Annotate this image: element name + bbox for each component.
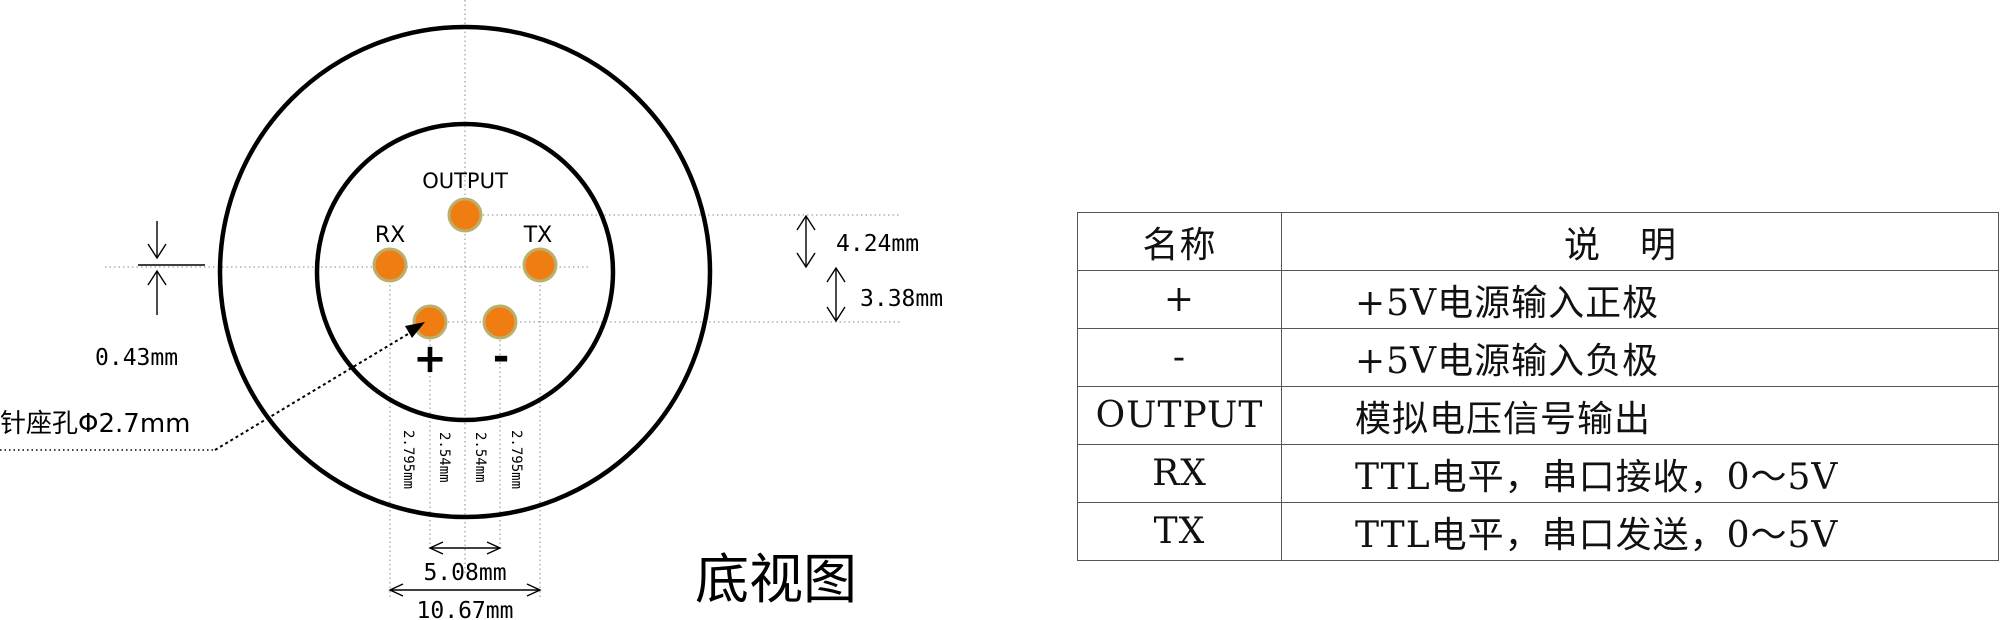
pin-name-cell: TX [1077, 502, 1282, 561]
label-output: OUTPUT [422, 169, 508, 193]
pin-name-cell: OUTPUT [1077, 386, 1282, 445]
dimension-label-3-38: 3.38mm [860, 286, 943, 312]
pin-description-cell: TTL电平，串口接收，0～5V [1281, 444, 1999, 503]
hole-note-leader [0, 322, 425, 451]
pin-plus [412, 304, 448, 340]
pin-name-cell: - [1077, 328, 1282, 387]
pins [372, 197, 558, 340]
dimension-5-08 [428, 541, 502, 555]
pin-minus [482, 304, 518, 340]
dimension-label-4-24: 4.24mm [836, 231, 919, 257]
label-rx: RX [375, 223, 405, 248]
table-header-row: 名称 说明 [1077, 212, 1999, 271]
outer-housing-circle [217, 24, 713, 520]
pitch-label-inner-left: 2.54mm [436, 432, 452, 483]
column-header-name: 名称 [1077, 212, 1282, 271]
hole-size-note: 针座孔Φ2.7mm [0, 409, 190, 439]
table-row: TX TTL电平，串口发送，0～5V [1077, 502, 1999, 561]
pin-definition-table: 名称 说明 + +5V电源输入正极 - +5V电源输入负极 OUTPUT 模拟电… [1077, 212, 1999, 561]
pin-rx [372, 247, 408, 283]
pin-description-cell: +5V电源输入正极 [1281, 270, 1999, 329]
pin-description-cell: 模拟电压信号输出 [1281, 386, 1999, 445]
table-row: OUTPUT 模拟电压信号输出 [1077, 386, 1999, 445]
table-row: + +5V电源输入正极 [1077, 270, 1999, 329]
label-plus: + [413, 336, 447, 382]
label-minus: - [493, 334, 510, 380]
pin-output [447, 197, 483, 233]
dimension-label-5-08: 5.08mm [423, 560, 506, 586]
pin-description-cell: +5V电源输入负极 [1281, 328, 1999, 387]
dimension-0-43 [138, 221, 205, 315]
table-row: - +5V电源输入负极 [1077, 328, 1999, 387]
view-title: 底视图 [695, 548, 857, 611]
dimension-10-67 [388, 583, 542, 597]
dimension-3-38 [826, 266, 846, 323]
dimension-label-10-67: 10.67mm [417, 598, 514, 620]
table-row: RX TTL电平，串口接收，0～5V [1077, 444, 1999, 503]
guide-lines [105, 0, 900, 598]
pitch-label-outer-right: 2.795mm [508, 430, 524, 489]
dimension-4-24 [796, 214, 816, 269]
pin-tx [522, 247, 558, 283]
connector-bottom-view-diagram: OUTPUT RX TX + - 4.24mm 3.38mm 0.43mm 针座… [0, 0, 943, 620]
pin-description-cell: TTL电平，串口发送，0～5V [1281, 502, 1999, 561]
column-header-description: 说明 [1281, 212, 1999, 271]
label-tx: TX [523, 223, 553, 248]
pitch-label-outer-left: 2.795mm [400, 430, 416, 489]
pitch-label-inner-right: 2.54mm [472, 432, 488, 483]
pin-name-cell: RX [1077, 444, 1282, 503]
dimension-label-0-43: 0.43mm [95, 345, 178, 371]
inner-face-circle [314, 121, 616, 423]
pin-name-cell: + [1077, 270, 1282, 329]
